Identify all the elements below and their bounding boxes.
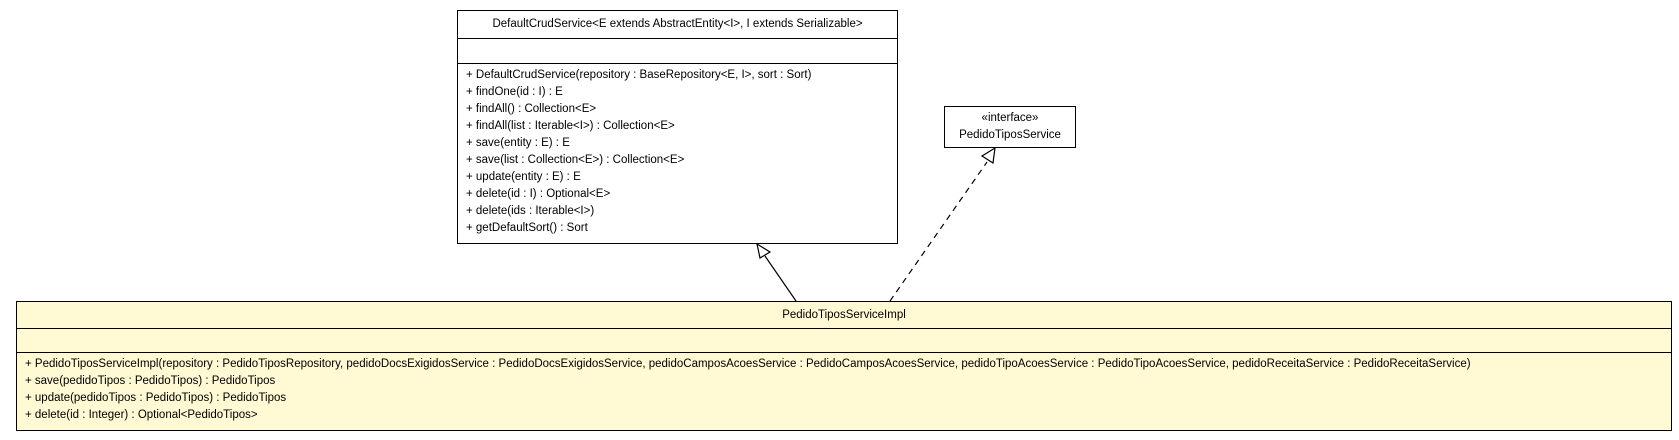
class-name: DefaultCrudService<E extends AbstractEnt… <box>458 11 897 39</box>
realization-line <box>889 161 988 302</box>
generalization-line <box>764 255 797 302</box>
method-signature: + save(pedidoTipos : PedidoTipos) : Pedi… <box>25 375 276 387</box>
method-signature: + findAll() : Collection<E> <box>466 103 597 115</box>
class-pedido-tipos-service-impl[interactable]: PedidoTiposServiceImpl + PedidoTiposServ… <box>16 301 1672 431</box>
methods-compartment: + DefaultCrudService(repository : BaseRe… <box>458 64 897 241</box>
method-signature: + PedidoTiposServiceImpl(repository : Pe… <box>25 358 1471 370</box>
method-signature: + save(list : Collection<E>) : Collectio… <box>466 154 685 166</box>
method-signature: + update(pedidoTipos : PedidoTipos) : Pe… <box>25 392 287 404</box>
interface-pedido-tipos-service[interactable]: «interface» PedidoTiposService <box>944 106 1076 148</box>
method-signature: + getDefaultSort() : Sort <box>466 222 588 234</box>
interface-stereotype: «interface» <box>981 112 1039 124</box>
class-default-crud-service[interactable]: DefaultCrudService<E extends AbstractEnt… <box>457 10 898 244</box>
fields-compartment <box>17 329 1671 353</box>
method-signature: + update(entity : E) : E <box>466 171 581 183</box>
method-signature: + delete(id : I) : Optional<E> <box>466 188 611 200</box>
interface-name: PedidoTiposService <box>959 129 1061 141</box>
method-signature: + DefaultCrudService(repository : BaseRe… <box>466 69 812 81</box>
method-signature: + findOne(id : I) : E <box>466 86 563 98</box>
method-signature: + delete(ids : Iterable<I>) <box>466 205 595 217</box>
fields-compartment <box>458 39 897 64</box>
class-name: PedidoTiposServiceImpl <box>17 302 1671 329</box>
method-signature: + delete(id : Integer) : Optional<Pedido… <box>25 409 258 421</box>
method-signature: + findAll(list : Iterable<I>) : Collecti… <box>466 120 675 132</box>
method-signature: + save(entity : E) : E <box>466 137 570 149</box>
methods-compartment: + PedidoTiposServiceImpl(repository : Pe… <box>17 353 1671 428</box>
generalization-arrowhead <box>756 242 772 259</box>
realization-arrowhead <box>980 146 996 165</box>
